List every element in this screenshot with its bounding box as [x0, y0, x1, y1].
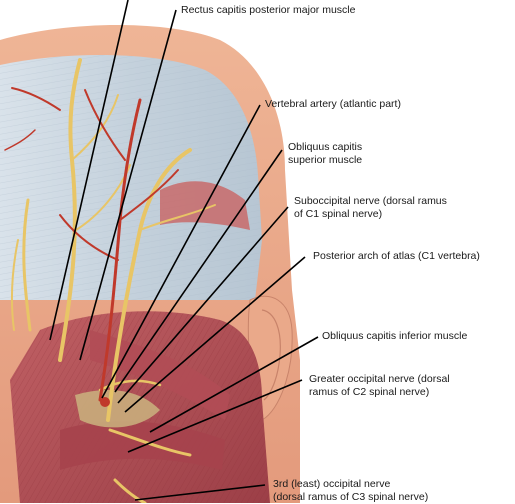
label-greater-occipital-nerve-line1: Greater occipital nerve (dorsal [309, 373, 450, 385]
leader-lines [49, 0, 319, 501]
occipital-artery [4, 87, 179, 407]
label-obliquus-capitis-inferior: Obliquus capitis inferior muscle [322, 330, 468, 342]
label-posterior-arch-of-atlas: Posterior arch of atlas (C1 vertebra) [313, 250, 480, 262]
galea-aponeurotica [0, 54, 262, 300]
nerves [10, 58, 216, 503]
leader-third-occipital [134, 484, 266, 501]
label-third-occipital-nerve-line2: (dorsal ramus of C3 spinal nerve) [273, 491, 429, 503]
label-obliquus-capitis-superior-line2: superior muscle [288, 154, 363, 166]
leader-vertebral-artery [101, 104, 261, 399]
leader-obliquus-superior [114, 149, 283, 393]
label-rectus-capitis-posterior-major: Rectus capitis posterior major muscle [181, 4, 356, 16]
label-obliquus-capitis-superior-line1: Obliquus capitis [288, 141, 363, 153]
label-greater-occipital-nerve-line2: ramus of C2 spinal nerve) [309, 386, 430, 398]
leader-rectus-major [79, 9, 177, 361]
leader-posterior-arch [124, 256, 306, 413]
leader-top-left [49, 0, 129, 341]
label-suboccipital-nerve-line1: Suboccipital nerve (dorsal ramus [294, 195, 447, 207]
leader-suboccipital [117, 206, 289, 404]
label-third-occipital-nerve-line1: 3rd (least) occipital nerve [273, 478, 391, 490]
leader-greater-occipital [127, 379, 303, 453]
label-suboccipital-nerve-line2: of C1 spinal nerve) [294, 208, 383, 220]
neck-muscles [10, 311, 270, 503]
label-vertebral-artery: Vertebral artery (atlantic part) [265, 98, 401, 110]
leader-obliquus-inferior [149, 336, 319, 433]
